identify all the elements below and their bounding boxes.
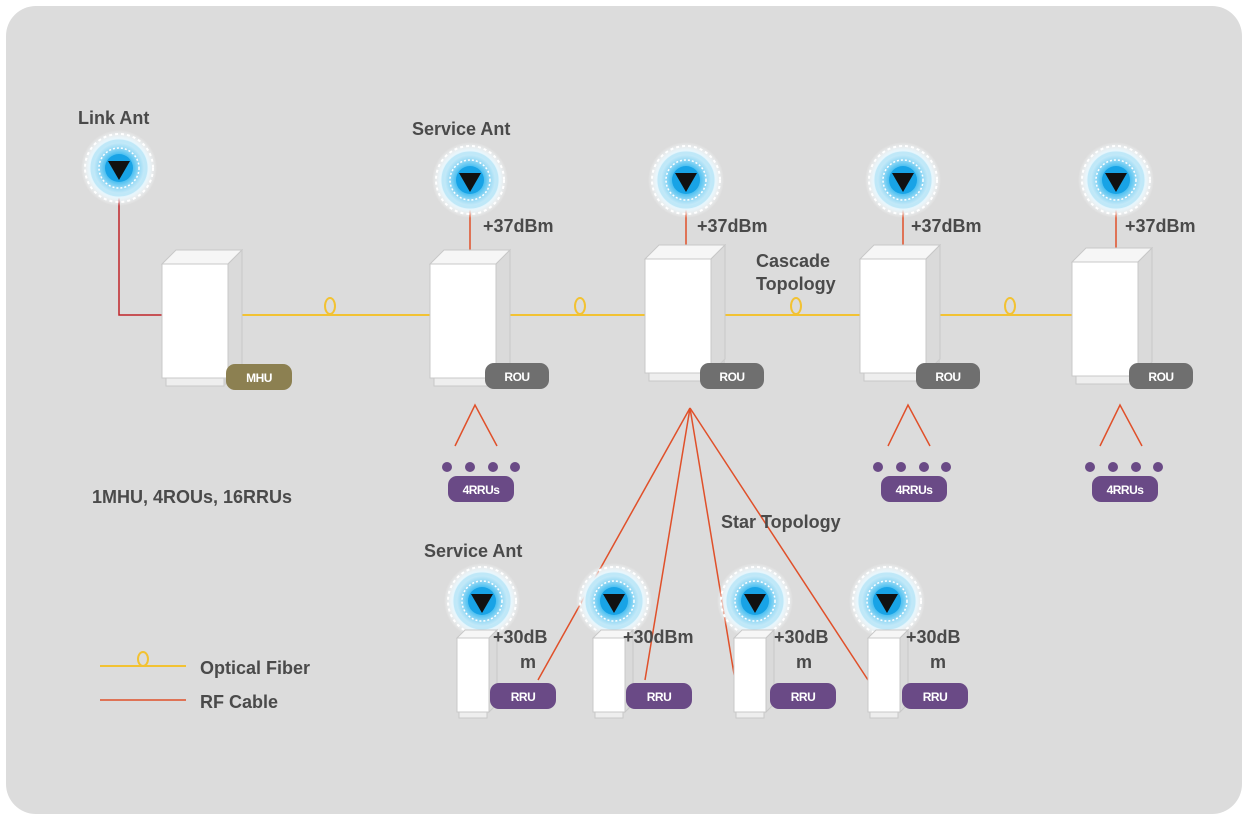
star-topology-label: Star Topology (721, 512, 841, 532)
service-antenna-icon (863, 140, 943, 220)
rru-cabinet (733, 629, 775, 719)
power-label: m (520, 652, 536, 672)
power-label: +37dBm (911, 216, 982, 236)
rru-badge: RRU (490, 683, 556, 709)
rru-badge-label: RRU (511, 690, 536, 704)
rru-badge: RRU (770, 683, 836, 709)
power-label: +30dBm (623, 627, 694, 647)
link-cable (118, 185, 162, 316)
cascade-topology-label: Cascade (756, 251, 830, 271)
rru-badge-label: RRU (647, 690, 672, 704)
power-label: +37dBm (697, 216, 768, 236)
link-ant-label: Link Ant (78, 108, 149, 128)
rou-badge-label: ROU (935, 370, 960, 384)
fiber-loop (324, 297, 336, 315)
rru-group: 4RRUs (873, 462, 951, 502)
legend-optical-fiber: Optical Fiber (200, 658, 310, 678)
service-antenna-icon (430, 140, 510, 220)
rru-badge: RRU (902, 683, 968, 709)
rru-badge: RRU (626, 683, 692, 709)
rou-cabinet (644, 244, 726, 382)
rou-badge: ROU (485, 363, 549, 389)
rru-cabinet (456, 629, 498, 719)
service-antenna-icon (1076, 140, 1156, 220)
service-antenna-icon (646, 140, 726, 220)
rou-badge-label: ROU (719, 370, 744, 384)
power-label: m (930, 652, 946, 672)
power-label: +37dBm (483, 216, 554, 236)
rru-group: 4RRUs (442, 462, 520, 502)
fiber-loop (790, 297, 802, 315)
power-label: m (796, 652, 812, 672)
rou-badge: ROU (700, 363, 764, 389)
rou-cabinet (859, 244, 941, 382)
rru-cabinet (867, 629, 909, 719)
mhu-badge: MHU (226, 364, 292, 390)
fiber-loop (574, 297, 586, 315)
service-ant-label: Service Ant (424, 541, 522, 561)
rru-group-label: 4RRUs (1107, 483, 1145, 497)
star-rf-cable (537, 407, 691, 681)
rru-badge-label: RRU (923, 690, 948, 704)
rf-fan (1099, 403, 1143, 447)
rru-group-label: 4RRUs (463, 483, 501, 497)
summary-label: 1MHU, 4ROUs, 16RRUs (92, 487, 292, 507)
power-label: +30dB (493, 627, 548, 647)
rru-badge-label: RRU (791, 690, 816, 704)
rf-fan (887, 403, 931, 447)
rru-group: 4RRUs (1085, 462, 1163, 502)
link-antenna-icon (79, 128, 159, 208)
rou-badge-label: ROU (1148, 370, 1173, 384)
legend-fiber-loop (137, 651, 149, 667)
rru-group-label: 4RRUs (896, 483, 934, 497)
star-rf-cable (689, 407, 869, 681)
rou-badge: ROU (1129, 363, 1193, 389)
fiber-loop (1004, 297, 1016, 315)
rf-fan (454, 403, 498, 447)
power-label: +37dBm (1125, 216, 1196, 236)
power-label: +30dB (774, 627, 829, 647)
service-ant-label: Service Ant (412, 119, 510, 139)
cascade-topology-label: Topology (756, 274, 836, 294)
rou-badge-label: ROU (504, 370, 529, 384)
power-label: +30dB (906, 627, 961, 647)
star-rf-cable (689, 407, 736, 681)
star-rf-cable (644, 407, 691, 681)
legend: Optical Fiber RF Cable (100, 651, 310, 712)
legend-rf-cable: RF Cable (200, 692, 278, 712)
rou-badge: ROU (916, 363, 980, 389)
mhu-badge-label: MHU (246, 371, 272, 385)
